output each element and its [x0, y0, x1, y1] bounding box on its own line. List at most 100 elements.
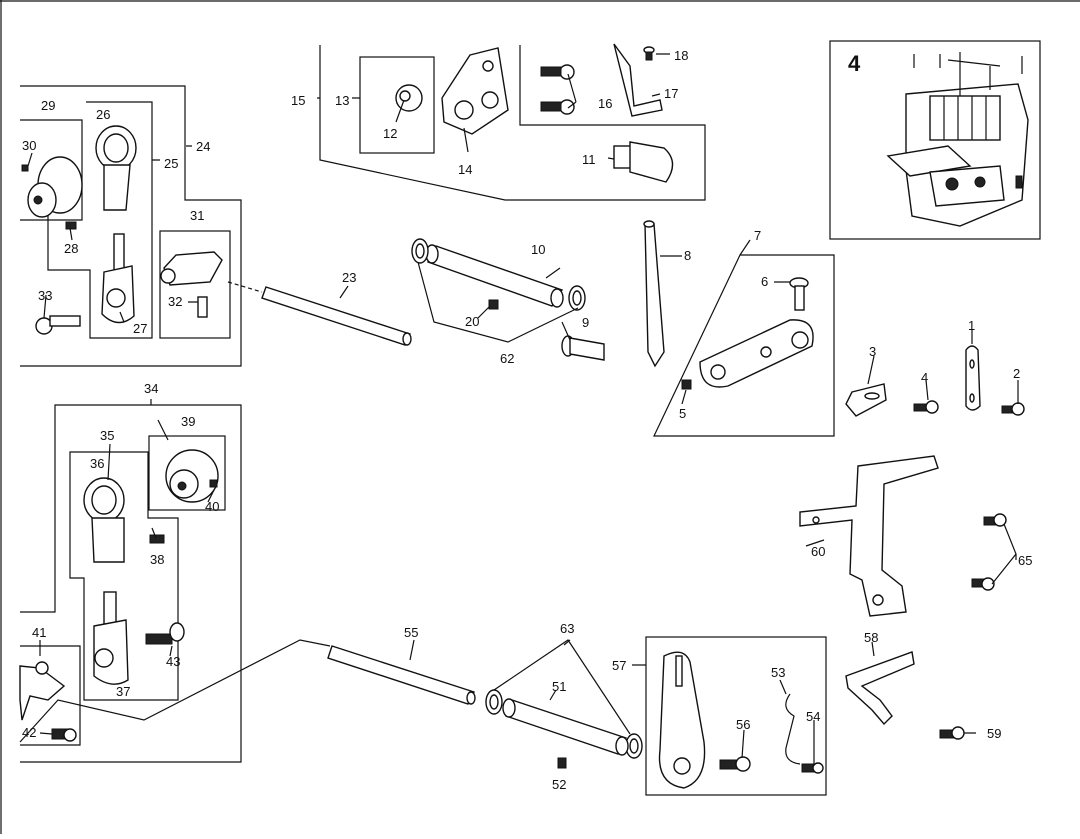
part-17-bracket [613, 43, 663, 117]
group-box-29 [20, 119, 83, 221]
part-42-screw [51, 728, 77, 742]
part-7-lever [699, 319, 814, 388]
label-20: 20 [465, 314, 479, 329]
part-56-screw [719, 756, 751, 772]
part-9-pin [561, 335, 605, 361]
label-10: 10 [531, 242, 545, 257]
label-18: 18 [674, 48, 688, 63]
part-41-lever [19, 661, 66, 721]
group-box-15 [319, 45, 706, 201]
label-57: 57 [612, 658, 626, 673]
overlock-machine-illustration [886, 52, 1029, 227]
label-14: 14 [458, 162, 472, 177]
label-31: 31 [190, 208, 204, 223]
label-29: 29 [41, 98, 55, 113]
group-box-31 [159, 230, 231, 339]
label-52: 52 [552, 777, 566, 792]
label-65: 65 [1018, 553, 1032, 568]
part-27-arm [101, 233, 135, 324]
figure-inset-box [829, 40, 1041, 240]
part-58-guide [845, 651, 915, 726]
label-55: 55 [404, 625, 418, 640]
label-13: 13 [335, 93, 349, 108]
part-60-bracket [799, 455, 939, 617]
label-51: 51 [552, 679, 566, 694]
part-65-screws [971, 513, 1007, 591]
part-28-setscrew [65, 221, 77, 230]
label-8: 8 [684, 248, 691, 263]
label-54: 54 [806, 709, 820, 724]
label-12: 12 [383, 126, 397, 141]
part-11-bolt [613, 141, 674, 183]
label-3: 3 [869, 344, 876, 359]
part-16-screws [540, 64, 575, 115]
label-34: 34 [144, 381, 158, 396]
part-52-setscrew [557, 757, 567, 769]
label-42: 42 [22, 725, 36, 740]
part-38-setscrew [149, 534, 165, 544]
label-9: 9 [582, 315, 589, 330]
label-17: 17 [664, 86, 678, 101]
group-box-24 [20, 85, 242, 367]
part-59-screw [939, 726, 965, 740]
part-2-screw [1001, 402, 1025, 416]
part-14-plate [441, 47, 509, 135]
label-23: 23 [342, 270, 356, 285]
label-37: 37 [116, 684, 130, 699]
label-56: 56 [736, 717, 750, 732]
part-6-screw [789, 277, 809, 311]
label-59: 59 [987, 726, 1001, 741]
label-1: 1 [968, 318, 975, 333]
group-box-13 [359, 56, 435, 154]
label-38: 38 [150, 552, 164, 567]
part-57-lever [658, 651, 706, 789]
group-box-35 [69, 451, 179, 701]
figure-number: 4 [848, 51, 861, 76]
part-1-link [965, 345, 981, 411]
part-39-bushing [165, 449, 219, 503]
label-26: 26 [96, 107, 110, 122]
label-63: 63 [560, 621, 574, 636]
part-29-bushing [21, 156, 83, 218]
label-15: 15 [291, 93, 305, 108]
label-40: 40 [205, 499, 219, 514]
label-11: 11 [582, 152, 596, 167]
label-5: 5 [679, 406, 686, 421]
part-31-collar [160, 251, 223, 286]
group-box-34 [20, 404, 242, 763]
label-25: 25 [164, 156, 178, 171]
label-62: 62 [500, 351, 514, 366]
label-30: 30 [22, 138, 36, 153]
part-51-tube [502, 698, 629, 756]
part-20-setscrew [488, 299, 499, 310]
label-41: 41 [32, 625, 46, 640]
part-32-screw [197, 296, 208, 318]
label-35: 35 [100, 428, 114, 443]
group-box-57 [645, 636, 827, 796]
label-36: 36 [90, 456, 104, 471]
part-62-washers [411, 238, 586, 311]
part-4-screw [913, 400, 939, 414]
part-55-shaft [327, 645, 476, 705]
part-53-spring [785, 693, 801, 765]
label-43: 43 [166, 654, 180, 669]
part-43-screw [145, 622, 185, 645]
part-5-setscrew [681, 379, 692, 390]
group-box-39 [148, 435, 226, 511]
label-24: 24 [196, 139, 210, 154]
group-box-7 [653, 254, 835, 437]
label-7: 7 [754, 228, 761, 243]
part-18-screw [643, 46, 655, 61]
part-37-arm [93, 591, 129, 685]
label-33: 33 [38, 288, 52, 303]
label-4: 4 [921, 370, 928, 385]
part-26-crank [95, 125, 137, 211]
part-36-crank [83, 477, 125, 563]
part-54-screw [801, 762, 824, 774]
group-box-41 [20, 645, 81, 746]
label-2: 2 [1013, 366, 1020, 381]
label-16: 16 [598, 96, 612, 111]
label-27: 27 [133, 321, 147, 336]
group-box-25 [47, 101, 153, 339]
